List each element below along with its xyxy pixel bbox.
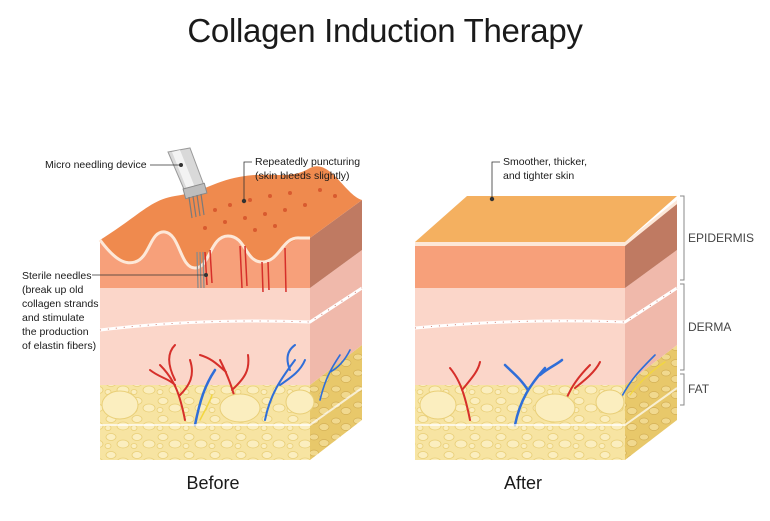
after-fat-lobules [419,389,625,423]
before-skin-block [98,166,363,460]
layer-brackets [680,195,685,406]
leader-lines [92,161,500,277]
after-vessels [449,354,666,427]
puncture-dots [203,188,337,232]
before-derma-front [100,288,310,385]
before-fat-lobules [101,389,315,423]
after-epidermis-top [415,196,677,242]
before-epidermis-top [100,166,362,268]
caption-before: Before [186,473,239,493]
layer-label-derma: DERMA [688,320,731,334]
label-needles-line6: of elastin fibers) [22,340,96,352]
after-epidermis-side [625,204,677,288]
layer-label-epidermis: EPIDERMIS [688,231,754,245]
diagram-title: Collagen Induction Therapy [187,12,583,49]
label-result-line2: and tighter skin [503,170,574,182]
puncture-streaks [204,245,287,293]
before-epidermis-side [310,200,362,288]
label-needles-line4: and stimulate [22,312,85,324]
label-needles-line3: collagen strands [22,298,98,310]
label-needles-line1: Sterile needles [22,270,91,282]
sterile-needles [196,251,205,289]
label-puncture-line1: Repeatedly puncturing [255,156,360,168]
label-puncture-line2: (skin bleeds slightly) [255,170,350,182]
after-derma-side [625,250,677,385]
before-fat-side [310,345,362,460]
after-epidermis-front [415,242,625,288]
label-micro-needling-device: Micro needling device [45,159,147,171]
after-fat-side [625,345,677,460]
before-membrane-line [99,286,363,332]
layer-label-fat: FAT [688,382,710,396]
caption-after: After [504,473,542,493]
label-needles-line2: (break up old [22,284,83,296]
label-result-line1: Smoother, thicker, [503,156,587,168]
before-epidermis-front [100,231,310,288]
after-skin-block [414,196,678,460]
label-needles-line5: the production [22,326,89,338]
micro-needling-device [167,147,208,219]
before-vessels [149,344,351,427]
